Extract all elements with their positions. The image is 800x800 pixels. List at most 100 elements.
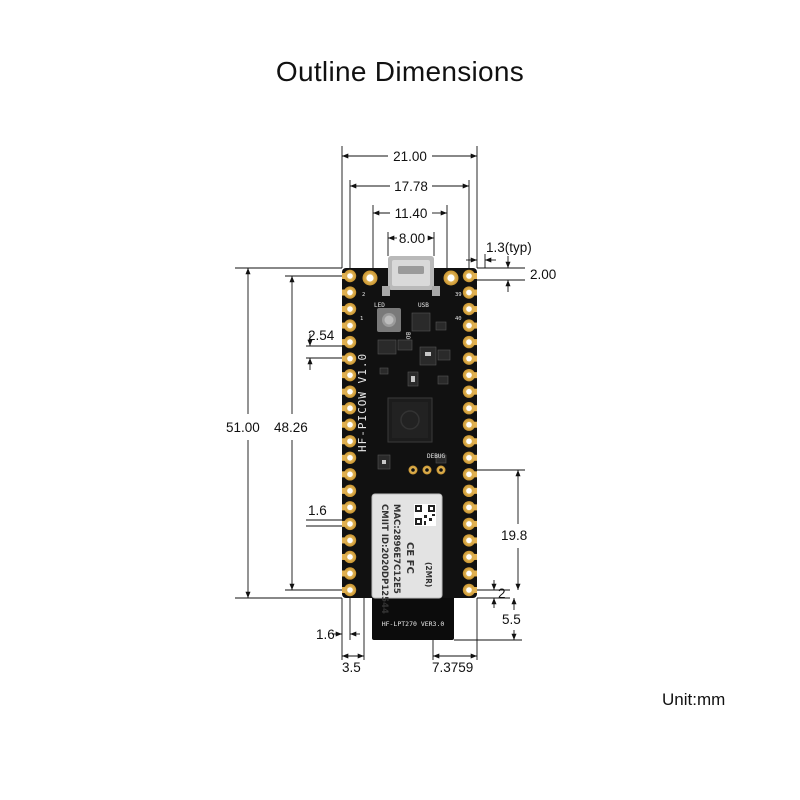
boot-label: BOOT <box>404 332 411 347</box>
right-pin-hole <box>466 405 472 412</box>
left-pin-castellation <box>342 537 346 544</box>
right-pin-castellation <box>473 339 477 346</box>
left-pin-hole <box>347 273 353 279</box>
right-pin-castellation <box>473 322 477 329</box>
left-pin-castellation <box>342 306 346 313</box>
right-pin-castellation <box>473 537 477 544</box>
right-pin-hole <box>466 504 472 511</box>
right-pin-castellation <box>473 273 477 279</box>
wifi-module: MAC:2896E7C12E5 CMIIT ID:2020DP12544 CE … <box>371 493 443 614</box>
dim-pin-row-spacing: 17.78 <box>394 179 428 194</box>
pin-40-label: 40 <box>455 316 462 322</box>
boot-button <box>377 308 401 332</box>
antenna-label: HF-LPT270 VER3.0 <box>382 620 445 628</box>
right-pin-hole <box>466 537 472 544</box>
left-pin-hole <box>347 488 353 494</box>
module-mac: MAC:2896E7C12E5 <box>391 504 401 594</box>
dim-top-offset: 2.00 <box>530 267 556 282</box>
right-pin-castellation <box>473 372 477 379</box>
right-pin-castellation <box>473 306 477 313</box>
left-pin-castellation <box>342 471 346 478</box>
qr-code <box>414 504 436 526</box>
pin-2-label: 2 <box>362 292 365 298</box>
right-pin-hole <box>466 521 472 527</box>
pin-1-label: 1 <box>360 316 363 322</box>
dim-width-total: 21.00 <box>393 149 427 164</box>
right-pin-castellation <box>473 355 477 362</box>
dim-edge-to-module: 3.5 <box>342 660 361 675</box>
right-pin-castellation <box>473 471 477 478</box>
right-pin-hole <box>466 454 472 461</box>
left-pin-hole <box>347 521 353 527</box>
left-pin-hole <box>347 388 353 395</box>
left-pin-castellation <box>342 273 346 279</box>
left-pin-castellation <box>342 339 346 346</box>
right-pin-hole <box>466 488 472 494</box>
right-pin-hole <box>466 322 472 329</box>
right-pin-hole <box>466 438 472 445</box>
left-pin-castellation <box>342 587 346 593</box>
left-pin-hole <box>347 554 353 560</box>
right-pin-hole <box>466 289 472 296</box>
module-ce-fc: CE FC <box>404 542 415 574</box>
left-pin-hole <box>347 471 353 478</box>
right-pin-hole <box>466 587 472 593</box>
dim-pin-pitch: 2.54 <box>308 328 335 343</box>
right-pin-castellation <box>473 487 477 494</box>
left-pin-hole <box>347 587 353 593</box>
left-pin-castellation <box>342 322 346 329</box>
dim-module-bottom-offset: 2 <box>498 586 506 601</box>
left-pin-hole <box>347 537 353 544</box>
left-pin-hole <box>347 438 353 445</box>
right-pin-castellation <box>473 553 477 560</box>
dim-module-height: 19.8 <box>501 528 527 543</box>
module-cmiit: CMIIT ID:2020DP12544 <box>379 504 389 614</box>
left-pin-hole <box>347 339 353 345</box>
left-pin-castellation <box>342 421 346 428</box>
left-pin-castellation <box>342 289 346 296</box>
board-silkscreen-name: HF-PICOW V1.0 <box>356 353 369 452</box>
debug-label: DEBUG <box>427 453 445 460</box>
pico-board: HF-LPT270 VER3.0 LED USB 2 1 39 40 <box>342 256 477 640</box>
right-pin-hole <box>466 273 472 279</box>
usb-connector <box>382 256 440 296</box>
dim-module-width: 7.3759 <box>432 660 473 675</box>
right-pin-hole <box>466 570 472 577</box>
right-pin-hole <box>466 471 472 478</box>
left-pin-hole <box>347 405 353 412</box>
left-pin-hole <box>347 306 353 312</box>
right-pin-castellation <box>473 421 477 428</box>
left-pin-castellation <box>342 487 346 494</box>
page-title: Outline Dimensions <box>275 56 525 87</box>
dim-edge-typ: 1.3(typ) <box>486 240 532 255</box>
right-pin-castellation <box>473 570 477 577</box>
right-pin-castellation <box>473 438 477 445</box>
left-pin-hole <box>347 322 353 329</box>
right-pin-castellation <box>473 454 477 461</box>
dimension-arrows <box>245 153 521 659</box>
left-pin-castellation <box>342 388 346 395</box>
rp2040-chip <box>387 397 433 443</box>
right-pin-hole <box>466 339 472 345</box>
left-pin-castellation <box>342 553 346 560</box>
unit-label: Unit:mm <box>662 690 726 709</box>
dimension-labels: 21.00 17.78 11.40 8.00 1.3(typ) 2.00 2.5… <box>226 149 556 675</box>
left-pin-castellation <box>342 570 346 577</box>
left-pin-castellation <box>342 405 346 412</box>
dim-hole-spacing: 11.40 <box>395 206 428 221</box>
left-pin-castellation <box>342 438 346 445</box>
right-pin-castellation <box>473 405 477 412</box>
dim-antenna-overhang: 5.5 <box>502 612 521 627</box>
right-pin-hole <box>466 388 472 395</box>
right-pin-hole <box>466 421 472 428</box>
left-pin-castellation <box>342 520 346 527</box>
left-pin-hole <box>347 421 353 428</box>
right-pin-castellation <box>473 289 477 296</box>
right-pin-hole <box>466 306 472 312</box>
right-pin-castellation <box>473 587 477 593</box>
pin-39-label: 39 <box>455 292 462 298</box>
right-pin-castellation <box>473 504 477 511</box>
antenna-area <box>372 596 454 640</box>
smd-components <box>377 312 451 470</box>
